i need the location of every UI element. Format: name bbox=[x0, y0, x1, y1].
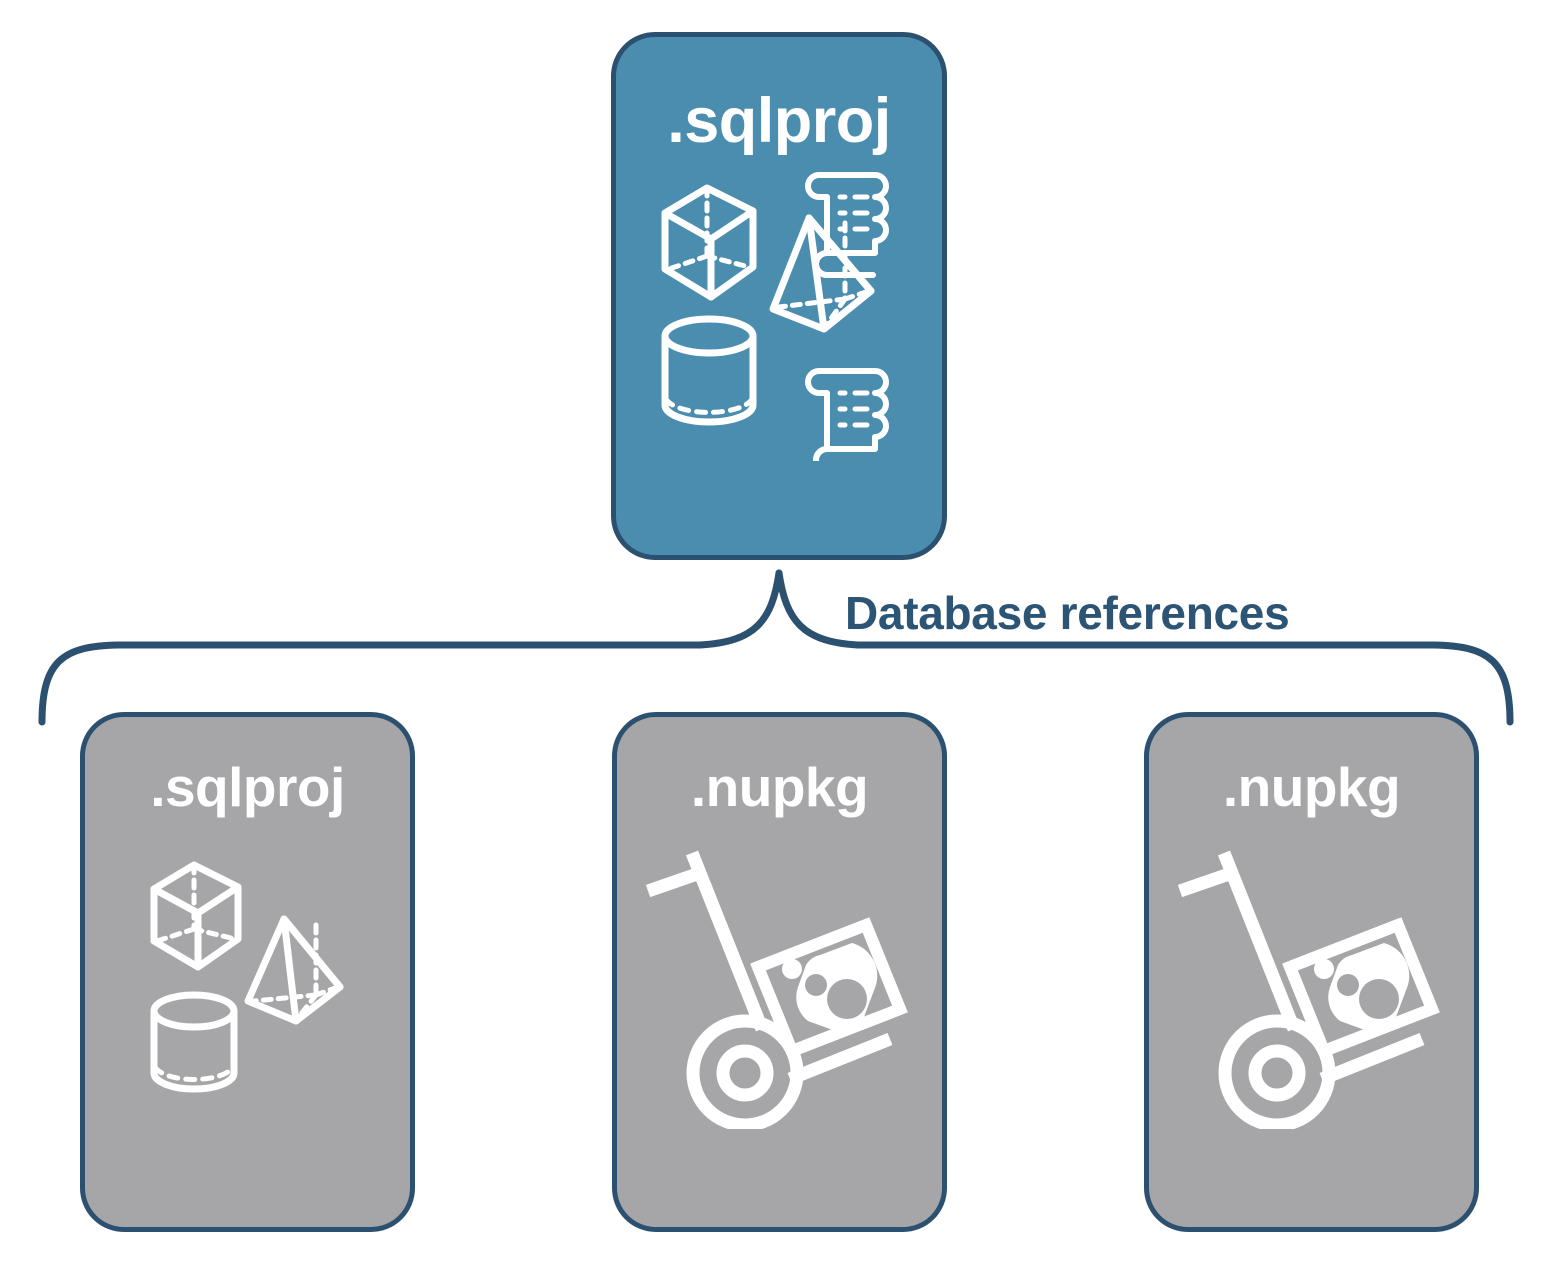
node-artwork bbox=[616, 157, 942, 555]
connector-label: Database references bbox=[845, 587, 1290, 639]
cube-icon bbox=[150, 861, 241, 971]
node-artwork bbox=[1149, 819, 1474, 1227]
node-nupkg-second[interactable]: .nupkg bbox=[1144, 712, 1479, 1232]
node-sqlproj-reference[interactable]: .sqlproj bbox=[80, 712, 415, 1232]
script-scroll-icon bbox=[805, 172, 889, 278]
node-artwork bbox=[617, 819, 942, 1227]
node-title: .nupkg bbox=[1222, 756, 1401, 818]
script-scroll-icon bbox=[805, 368, 889, 461]
node-sqlproj-primary[interactable]: .sqlproj bbox=[611, 32, 947, 560]
node-nupkg-first[interactable]: .nupkg bbox=[612, 712, 947, 1232]
cube-icon bbox=[661, 184, 757, 301]
node-title: .sqlproj bbox=[667, 86, 891, 156]
cylinder-icon bbox=[661, 315, 757, 426]
nuget-package-dolly-icon bbox=[645, 850, 908, 1129]
nuget-logo-cutouts bbox=[1336, 974, 1399, 1019]
pyramid-icon bbox=[244, 915, 343, 1025]
nuget-package-dolly-icon bbox=[1177, 850, 1440, 1129]
cylinder-icon bbox=[150, 991, 237, 1093]
node-title: .nupkg bbox=[690, 756, 869, 818]
nuget-logo-cutouts bbox=[804, 974, 867, 1019]
node-title: .sqlproj bbox=[150, 756, 345, 818]
node-artwork bbox=[85, 819, 410, 1227]
